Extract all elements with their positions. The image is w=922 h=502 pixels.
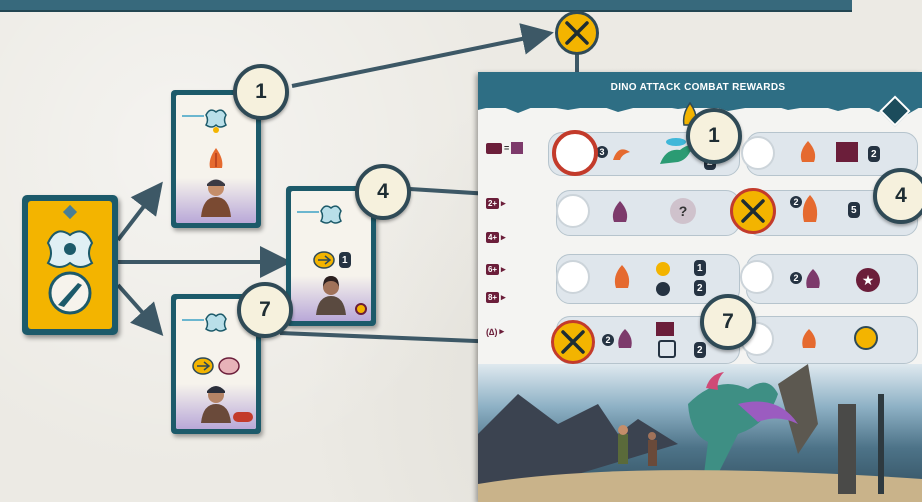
dino-claw-icon: [806, 269, 820, 288]
leader-card[interactable]: [22, 195, 118, 335]
speech-value: 2: [697, 344, 703, 356]
tool-icon: [656, 282, 670, 296]
badge-number: 2: [602, 334, 614, 346]
arrow-1-to-swords: [291, 23, 554, 88]
icicle-trim: [478, 102, 922, 114]
survivor-portrait: [316, 276, 346, 315]
dino-claw-icon: [209, 148, 223, 168]
leader-card-face: [28, 201, 112, 329]
mini-emblem-icon: [204, 109, 228, 133]
ammo-token-icon: [313, 251, 335, 269]
highlight-ring: [552, 130, 598, 176]
badge-number: 2: [790, 196, 802, 208]
dino-card-icon: [836, 142, 858, 162]
speech-bubble-icon: 2: [694, 280, 706, 296]
rifle-icon: [854, 326, 878, 350]
reward-slot-4b: [746, 316, 918, 364]
combat-rewards-board: DINO ATTACK COMBAT REWARDS = 3 2 2 2+ ▸ …: [478, 72, 922, 502]
card-b-speech-value: 1: [342, 254, 348, 266]
random-reward-icon: ?: [670, 198, 696, 224]
speech-value: 1: [697, 262, 703, 274]
dino-attack-illustration: [478, 364, 922, 502]
crossed-swords-icon: [551, 320, 595, 364]
dice-icon: [658, 340, 676, 358]
reward-slot-3b: [746, 254, 918, 304]
top-frame-bar: [0, 0, 852, 12]
dino-claw-icon: [613, 149, 630, 160]
speech-bubble-icon: 5: [848, 202, 860, 218]
callout-4-target: 4: [873, 168, 922, 224]
reward-circle-2a: [556, 194, 590, 228]
dino-claw-icon: [614, 265, 630, 288]
token-icon: [233, 412, 253, 422]
row-label-text: 8+: [486, 292, 499, 303]
speech-value: 2: [697, 282, 703, 294]
callout-1-origin: 1: [233, 64, 289, 120]
arrow-to-card-a: [116, 181, 163, 242]
callout-4-origin: 4: [355, 164, 411, 220]
row-label-text: 2+: [486, 198, 499, 209]
speech-bubble-icon: 2: [868, 146, 880, 162]
survivor-emblem-icon: [46, 204, 94, 315]
row-label-5: 8+ ▸: [486, 292, 506, 303]
badge-number: 2: [790, 272, 802, 284]
speech-bubble-icon: [218, 357, 240, 375]
dino-figure-icon: [660, 138, 696, 164]
mini-emblem-icon: [204, 313, 228, 332]
dino-claw-icon: [800, 141, 816, 162]
star-icon: ★: [856, 268, 880, 292]
speech-bubble-icon: 1: [694, 260, 706, 276]
row-label-text: 6+: [486, 264, 499, 275]
row-label-text: 4+: [486, 232, 499, 243]
row-label-6: (∆) ▸: [486, 326, 505, 337]
reward-circle-3a: [556, 260, 590, 294]
reward-circle-3b: [740, 260, 774, 294]
dino-claw-icon: [612, 201, 628, 222]
speech-value: 2: [871, 148, 877, 160]
dino-card-icon: [656, 322, 674, 336]
character-card-a-face: [176, 95, 256, 223]
row-label-3: 4+ ▸: [486, 232, 506, 243]
character-card-c[interactable]: [171, 294, 261, 434]
reward-circle-1b: [741, 136, 775, 170]
callout-1-target: 1: [686, 108, 742, 164]
dino-claw-icon: [802, 195, 818, 222]
rifle-icon: [58, 283, 82, 307]
callout-7-target: 7: [700, 294, 756, 350]
crossed-swords-icon: [730, 188, 776, 234]
row-label-2: 2+ ▸: [486, 198, 506, 209]
speech-value: 5: [851, 204, 857, 216]
mini-emblem-icon: [319, 205, 343, 224]
callout-7-origin: 7: [237, 282, 293, 338]
row-label-4: 6+ ▸: [486, 264, 506, 275]
ammo-token-icon: [192, 357, 214, 375]
survivor-portrait: [201, 179, 231, 217]
dino-claw-icon: [618, 329, 632, 348]
survivor-portrait: [201, 386, 231, 423]
board-title: DINO ATTACK COMBAT REWARDS: [610, 82, 786, 93]
scene-art: [478, 364, 922, 502]
speech-bubble-icon: 2: [694, 342, 706, 358]
dino-claw-icon: [802, 329, 816, 348]
token-icon: [355, 303, 367, 315]
character-card-b-face: 1: [291, 191, 371, 321]
speech-bubble-icon: 1: [339, 252, 351, 268]
row-label-1: =: [486, 142, 524, 154]
ammo-icon: [656, 262, 670, 276]
crossed-swords-icon: [555, 11, 599, 55]
character-card-c-face: [176, 299, 256, 429]
arrow-to-card-c: [116, 283, 164, 336]
badge-number: 3: [596, 146, 608, 158]
